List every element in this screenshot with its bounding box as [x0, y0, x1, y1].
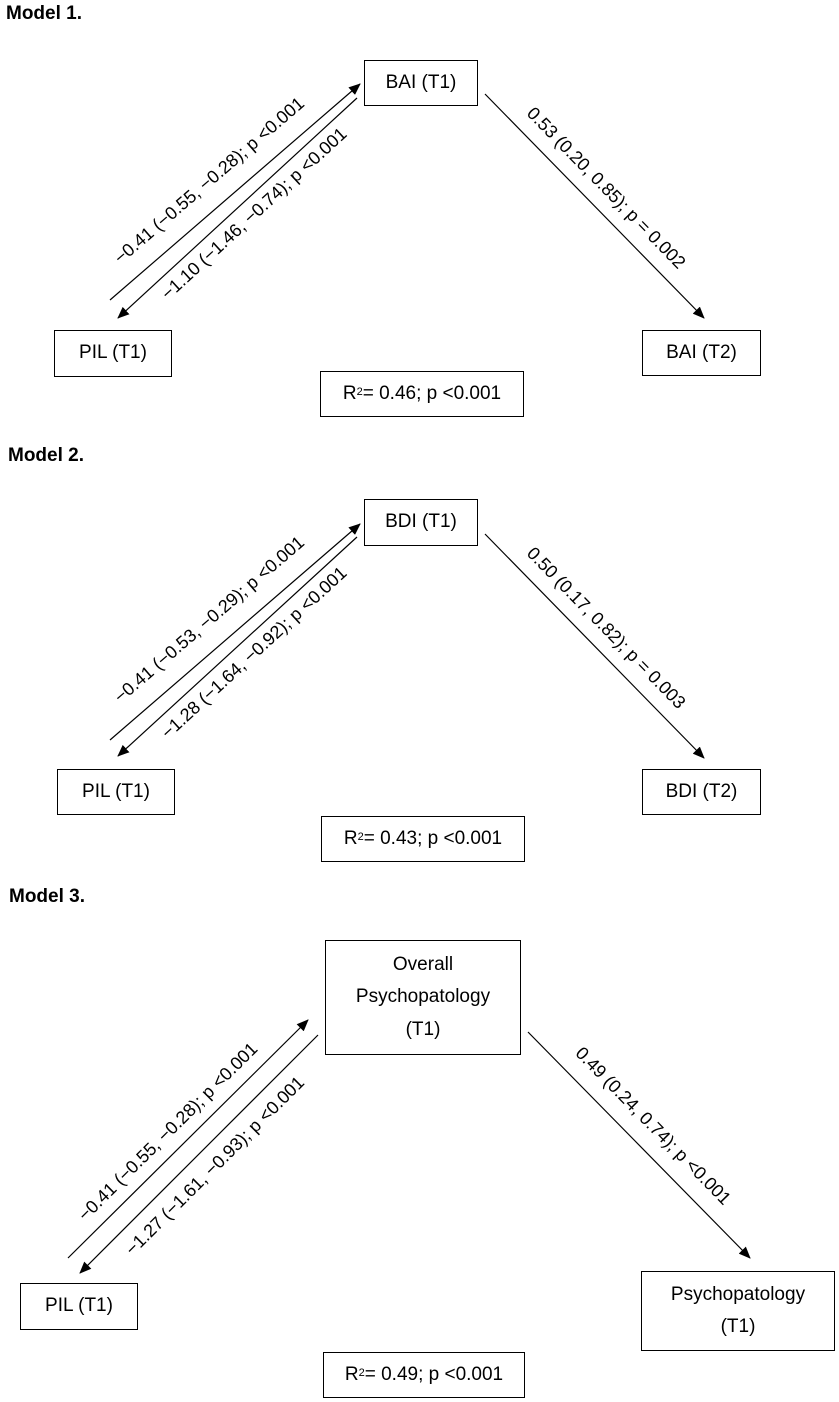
model-3-path-down-label: −1.27 (−1.61, −0.93); p <0.001	[121, 1072, 308, 1259]
model-3-mediator-node: PIL (T1)	[20, 1283, 138, 1330]
model-1-r2-value: = 0.46; p <0.001	[362, 383, 502, 404]
model-3-outcome-node: Psychopatology (T1)	[641, 1271, 835, 1351]
model-2-r2-symbol: R	[343, 828, 358, 849]
model-2-path-right-label: 0.50 (0.17, 0.82); p = 0.003	[523, 543, 690, 713]
model-1-mediator-node: PIL (T1)	[54, 330, 172, 377]
model-3-path-right-label: 0.49 (0.24, 0.74); p <0.001	[572, 1043, 735, 1209]
model-2-outcome-node: BDI (T2)	[642, 769, 761, 815]
model-3-outcome-line-1: Psychopatology	[670, 1283, 806, 1305]
model-1-predictor-to-outcome-arrow	[484, 93, 705, 319]
model-1-r2-symbol: R	[342, 383, 357, 404]
model-3-r2-symbol: R	[344, 1364, 359, 1385]
model-2-mediator-node: PIL (T1)	[57, 769, 175, 815]
model-3-predictor-node: Overall Psychopatology (T1)	[325, 940, 521, 1055]
model-3-mediator-to-predictor-arrow	[67, 1019, 309, 1259]
model-2-mediator-label: PIL (T1)	[82, 780, 150, 802]
model-2-predictor-to-outcome-arrow	[484, 533, 705, 759]
model-1-title: Model 1.	[6, 3, 83, 24]
model-3-predictor-to-mediator-arrow	[79, 1034, 319, 1274]
model-3-title: Model 3.	[9, 886, 86, 907]
model-3-predictor-to-outcome-arrow	[527, 1031, 751, 1259]
model-1-mediator-label: PIL (T1)	[79, 342, 147, 364]
model-3-mediator-label: PIL (T1)	[45, 1295, 113, 1317]
model-3-outcome-line-2: (T1)	[720, 1316, 756, 1337]
model-2-predictor-label: BDI (T1)	[385, 511, 457, 533]
model-1-outcome-label: BAI (T2)	[666, 341, 737, 363]
model-3-predictor-line-3: (T1)	[405, 1018, 441, 1040]
model-1-predictor-label: BAI (T1)	[385, 71, 457, 93]
model-2-predictor-to-mediator-arrow	[117, 536, 358, 757]
model-3-predictor-line-1: Overall	[392, 954, 454, 976]
model-2-mediator-to-predictor-arrow	[109, 523, 361, 741]
model-3-predictor-line-2: Psychopatology	[355, 986, 491, 1008]
model-2-outcome-label: BDI (T2)	[665, 780, 738, 802]
model-1-predictor-node: BAI (T1)	[364, 60, 478, 106]
model-2-title: Model 2.	[8, 445, 85, 466]
model-1-predictor-to-mediator-arrow	[117, 97, 358, 319]
model-1-mediator-to-predictor-arrow	[109, 83, 361, 301]
model-2-r2-value: = 0.43; p <0.001	[363, 828, 503, 849]
model-1-path-right-label: 0.53 (0.20, 0.85); p = 0.002	[523, 103, 690, 273]
model-2-predictor-node: BDI (T1)	[364, 499, 478, 546]
model-3-r2-value: = 0.49; p <0.001	[364, 1364, 504, 1385]
model-1-outcome-node: BAI (T2)	[642, 330, 761, 376]
